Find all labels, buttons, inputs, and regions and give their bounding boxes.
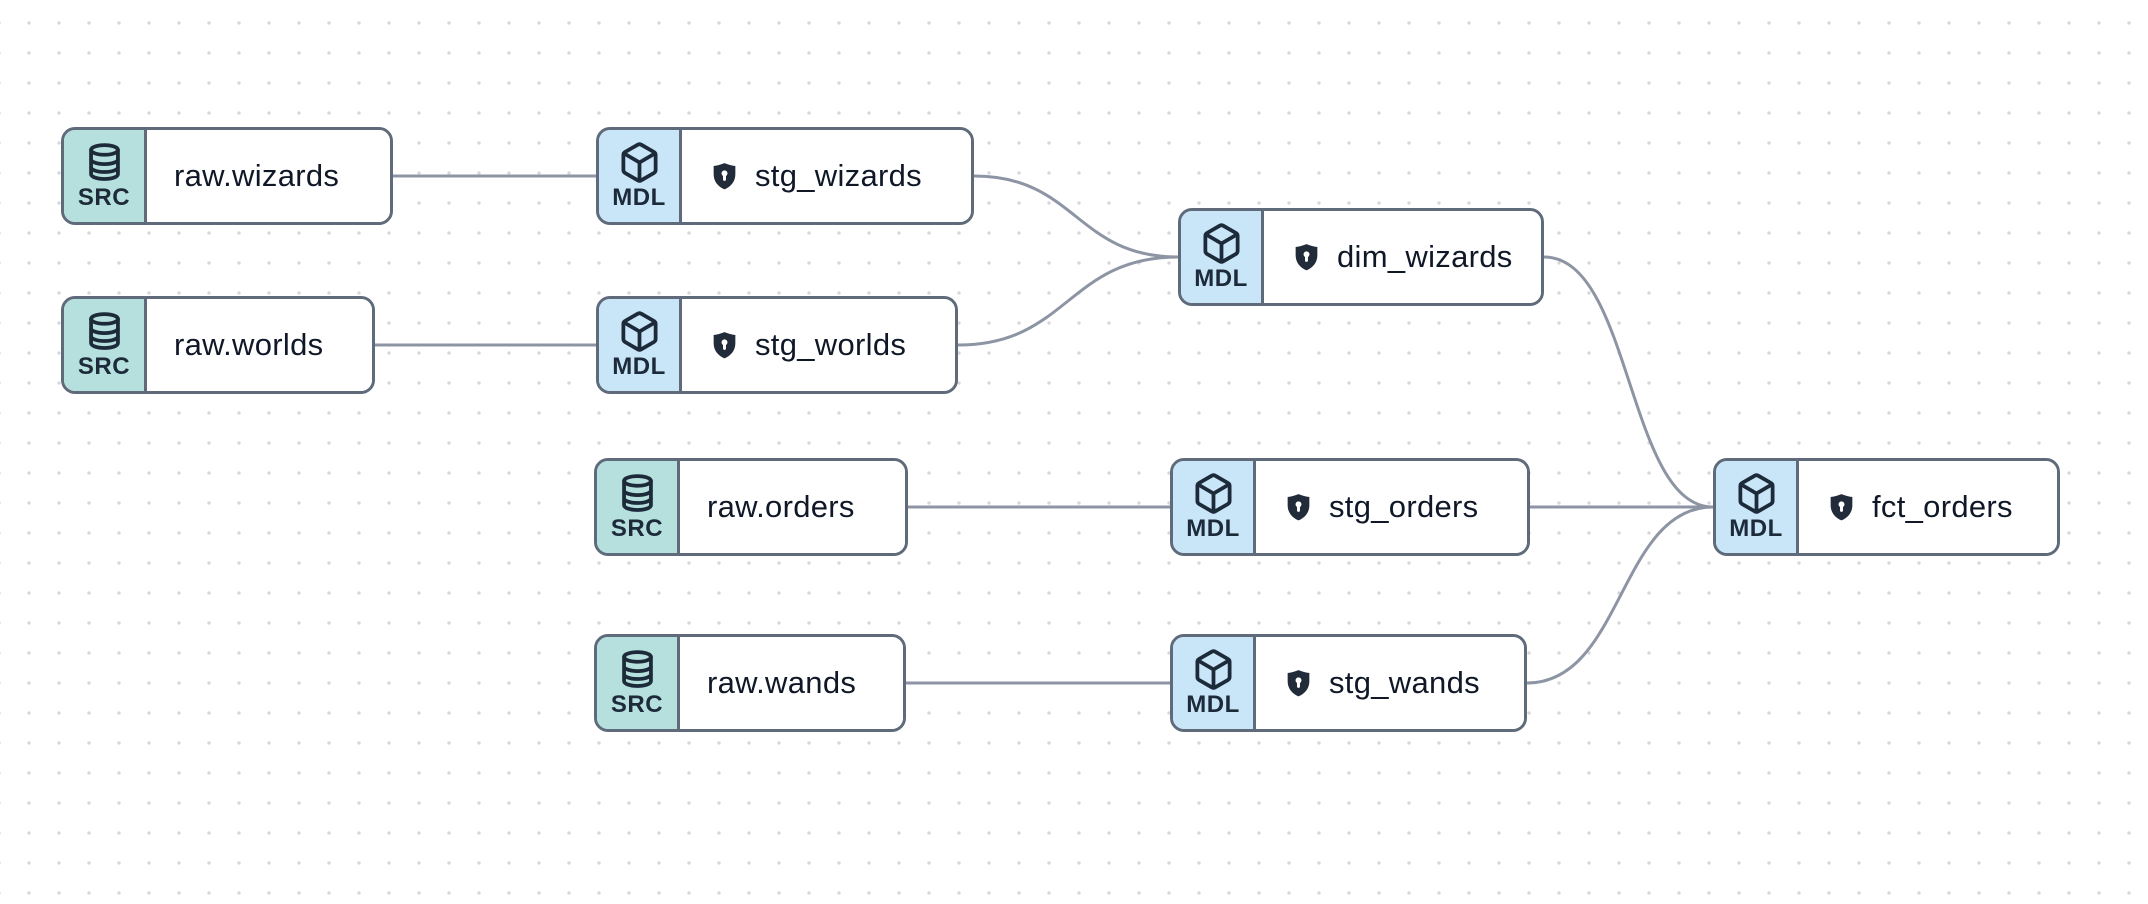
node-content: raw.wizards	[147, 130, 390, 222]
node-dim-wizards[interactable]: MDL dim_wizards	[1178, 208, 1544, 306]
node-content: stg_worlds	[682, 299, 955, 391]
node-content: raw.wands	[680, 637, 903, 729]
database-icon	[83, 310, 126, 353]
node-type-label: SRC	[610, 515, 664, 543]
model-type-badge: MDL	[599, 130, 682, 222]
shield-lock-icon	[1283, 492, 1314, 523]
node-content: stg_wizards	[682, 130, 971, 222]
node-content: dim_wizards	[1264, 211, 1541, 303]
node-fct-orders[interactable]: MDL fct_orders	[1713, 458, 2060, 556]
node-label: raw.wands	[707, 665, 857, 700]
edge-dim_wizards-fct_orders	[1542, 255, 1715, 509]
node-type-label: MDL	[612, 353, 666, 381]
node-label: stg_orders	[1329, 489, 1479, 524]
cube-icon	[1192, 472, 1235, 515]
node-stg-worlds[interactable]: MDL stg_worlds	[596, 296, 958, 394]
edge-stg_worlds-dim_wizards	[956, 255, 1180, 347]
node-type-label: MDL	[1186, 515, 1240, 543]
model-type-badge: MDL	[1716, 461, 1799, 553]
source-type-badge: SRC	[597, 461, 680, 553]
node-label: fct_orders	[1872, 489, 2013, 524]
node-type-label: SRC	[77, 353, 131, 381]
edge-stg_wands-fct_orders	[1525, 505, 1715, 685]
node-raw-wizards[interactable]: SRC raw.wizards	[61, 127, 393, 225]
node-content: stg_orders	[1256, 461, 1527, 553]
cube-icon	[618, 310, 661, 353]
cube-icon	[1200, 222, 1243, 265]
node-type-label: SRC	[77, 184, 131, 212]
node-raw-orders[interactable]: SRC raw.orders	[594, 458, 908, 556]
node-type-label: SRC	[610, 691, 664, 719]
shield-lock-icon	[709, 330, 740, 361]
node-stg-orders[interactable]: MDL stg_orders	[1170, 458, 1530, 556]
model-type-badge: MDL	[1173, 461, 1256, 553]
node-content: raw.worlds	[147, 299, 372, 391]
node-raw-wands[interactable]: SRC raw.wands	[594, 634, 906, 732]
node-label: raw.orders	[707, 489, 855, 524]
model-type-badge: MDL	[1181, 211, 1264, 303]
cube-icon	[618, 141, 661, 184]
node-type-label: MDL	[612, 184, 666, 212]
cube-icon	[1735, 472, 1778, 515]
shield-lock-icon	[1283, 668, 1314, 699]
source-type-badge: SRC	[597, 637, 680, 729]
node-type-label: MDL	[1186, 691, 1240, 719]
node-content: fct_orders	[1799, 461, 2057, 553]
node-label: raw.worlds	[174, 327, 324, 362]
shield-lock-icon	[709, 161, 740, 192]
node-stg-wizards[interactable]: MDL stg_wizards	[596, 127, 974, 225]
shield-lock-icon	[1826, 492, 1857, 523]
database-icon	[616, 648, 659, 691]
shield-lock-icon	[1291, 242, 1322, 273]
node-content: stg_wands	[1256, 637, 1524, 729]
node-label: stg_worlds	[755, 327, 907, 362]
source-type-badge: SRC	[64, 299, 147, 391]
node-label: dim_wizards	[1337, 239, 1513, 274]
node-stg-wands[interactable]: MDL stg_wands	[1170, 634, 1527, 732]
node-label: raw.wizards	[174, 158, 340, 193]
database-icon	[616, 472, 659, 515]
edge-stg_wizards-dim_wizards	[972, 174, 1180, 259]
node-label: stg_wands	[1329, 665, 1480, 700]
node-type-label: MDL	[1194, 265, 1248, 293]
source-type-badge: SRC	[64, 130, 147, 222]
cube-icon	[1192, 648, 1235, 691]
node-content: raw.orders	[680, 461, 905, 553]
node-raw-worlds[interactable]: SRC raw.worlds	[61, 296, 375, 394]
model-type-badge: MDL	[599, 299, 682, 391]
node-type-label: MDL	[1729, 515, 1783, 543]
node-label: stg_wizards	[755, 158, 922, 193]
model-type-badge: MDL	[1173, 637, 1256, 729]
database-icon	[83, 141, 126, 184]
